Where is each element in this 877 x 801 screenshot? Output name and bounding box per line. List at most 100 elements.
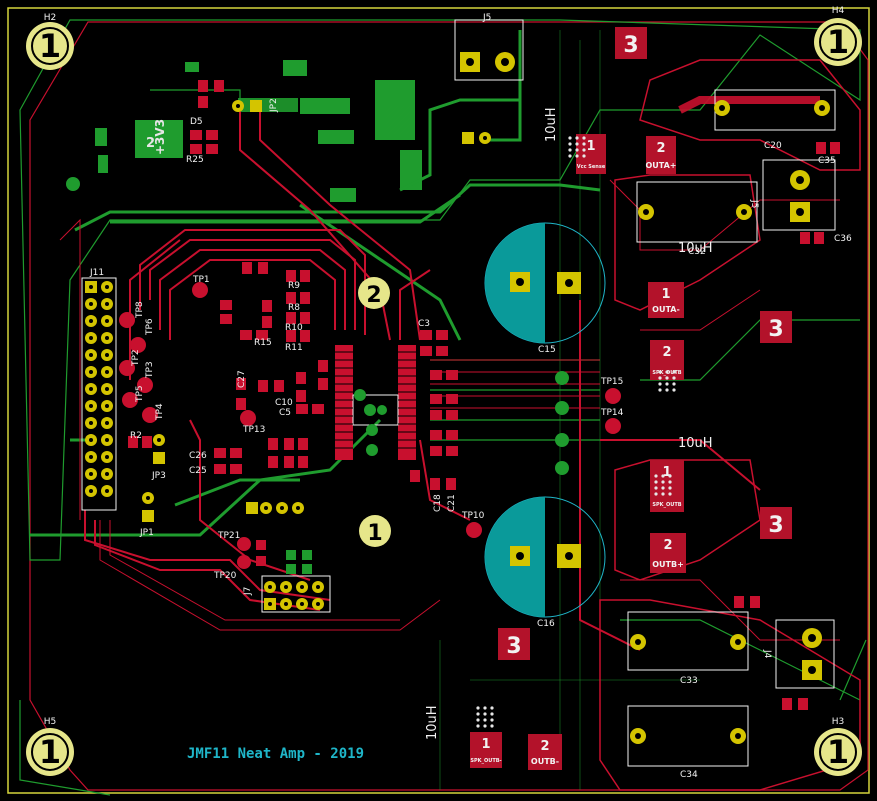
svg-text:R15: R15 <box>254 338 272 348</box>
svg-text:H4: H4 <box>832 6 845 16</box>
svg-text:C5: C5 <box>279 408 291 418</box>
svg-text:OUTB-: OUTB- <box>531 757 559 766</box>
svg-text:1: 1 <box>662 465 671 480</box>
back-traces <box>30 30 601 537</box>
svg-text:H3: H3 <box>832 717 845 727</box>
svg-text:1: 1 <box>481 737 490 752</box>
pad-marker-right-a: 3 <box>760 311 792 343</box>
svg-text:C26: C26 <box>189 451 207 461</box>
inductor-label: 10uH <box>425 705 440 740</box>
mounting-hole-h4: 1 H4 <box>814 6 862 66</box>
svg-text:C15: C15 <box>538 345 556 355</box>
svg-text:3: 3 <box>623 33 638 58</box>
svg-text:C21: C21 <box>447 494 457 512</box>
board-title: JMF11 Neat Amp - 2019 <box>187 746 364 762</box>
svg-text:C34: C34 <box>680 770 698 780</box>
svg-text:J5: J5 <box>749 199 759 208</box>
svg-text:JP1: JP1 <box>139 528 154 538</box>
svg-text:H2: H2 <box>44 13 57 23</box>
pad-marker-top: 3 <box>615 27 647 59</box>
cap-c16 <box>484 496 606 618</box>
svg-text:Vcc Sense: Vcc Sense <box>577 164 606 170</box>
terminal-pad-2-mid: 2SPK_OUTB <box>650 340 684 380</box>
svg-text:R8: R8 <box>288 303 300 313</box>
svg-text:TP15: TP15 <box>600 377 623 387</box>
connector-j5 <box>762 159 836 231</box>
svg-text:JP2: JP2 <box>269 98 279 113</box>
svg-text:TP20: TP20 <box>213 571 237 581</box>
svg-text:TP4: TP4 <box>155 403 165 421</box>
svg-text:TP3: TP3 <box>145 361 155 379</box>
svg-text:OUTA-: OUTA- <box>652 305 680 314</box>
svg-text:H5: H5 <box>44 717 57 727</box>
svg-text:C36: C36 <box>834 234 852 244</box>
svg-text:3: 3 <box>768 317 783 342</box>
svg-text:1: 1 <box>586 139 595 154</box>
svg-text:1: 1 <box>39 27 61 65</box>
svg-text:2: 2 <box>662 345 671 360</box>
pad-marker-right-b: 3 <box>760 507 792 539</box>
svg-text:SPK_OUTB: SPK_OUTB <box>652 502 681 508</box>
svg-text:TP14: TP14 <box>600 408 624 418</box>
header-j11 <box>81 277 117 511</box>
svg-text:C20: C20 <box>764 141 782 151</box>
svg-text:R10: R10 <box>285 323 303 333</box>
svg-text:C10: C10 <box>275 398 293 408</box>
svg-text:TP6: TP6 <box>145 318 155 336</box>
svg-text:OUTA+: OUTA+ <box>645 161 676 170</box>
power-pad-area <box>135 120 183 158</box>
zone-marker-center-bottom: 1 <box>359 515 391 547</box>
svg-text:C33: C33 <box>680 676 698 686</box>
svg-text:D5: D5 <box>190 117 203 127</box>
svg-text:1: 1 <box>39 733 61 771</box>
power-pad-num: 2 <box>146 136 155 151</box>
svg-text:C18: C18 <box>433 494 443 512</box>
svg-text:SPK_OUTB-: SPK_OUTB- <box>470 758 501 764</box>
svg-text:C25: C25 <box>189 466 207 476</box>
inductor-label: 10uH <box>678 436 713 451</box>
svg-text:C3: C3 <box>418 319 430 329</box>
inductor-label: 10uH <box>678 241 713 256</box>
mounting-hole-h3: 1 H3 <box>814 717 862 776</box>
svg-text:TP5: TP5 <box>135 385 145 403</box>
regulator-ic <box>384 104 412 136</box>
mounting-hole-h5: 1 H5 <box>26 717 74 776</box>
cap-c32 <box>627 705 749 767</box>
svg-text:1: 1 <box>827 23 849 61</box>
svg-text:J4: J4 <box>762 649 772 659</box>
svg-text:JP3: JP3 <box>151 471 166 481</box>
svg-text:J7: J7 <box>243 587 253 596</box>
amplifier-ic <box>335 345 416 460</box>
connector-top <box>454 19 524 81</box>
cap-c15 <box>484 222 606 344</box>
svg-text:C32: C32 <box>688 247 706 257</box>
svg-text:TP1: TP1 <box>192 275 210 285</box>
svg-text:R2: R2 <box>130 431 142 441</box>
mounting-hole-h2: 1H2 <box>26 13 74 70</box>
svg-text:R25: R25 <box>186 155 204 165</box>
svg-text:1: 1 <box>661 287 670 302</box>
svg-text:2: 2 <box>540 739 549 754</box>
svg-text:3: 3 <box>768 513 783 538</box>
pad-marker-bottom: 3 <box>498 628 530 660</box>
svg-text:TP21: TP21 <box>217 531 240 541</box>
test-point-pads <box>119 282 621 569</box>
svg-text:C16: C16 <box>537 619 555 629</box>
cap-c30 <box>636 181 758 243</box>
header-j7 <box>261 575 331 613</box>
svg-text:1: 1 <box>827 733 849 771</box>
svg-text:TP10: TP10 <box>461 511 485 521</box>
smd-components <box>128 80 458 566</box>
svg-text:R9: R9 <box>288 281 300 291</box>
svg-text:TP2: TP2 <box>131 349 141 367</box>
svg-text:J11: J11 <box>89 268 104 278</box>
board-edge <box>7 7 870 794</box>
power-pad-label: +3V3 <box>153 119 167 155</box>
